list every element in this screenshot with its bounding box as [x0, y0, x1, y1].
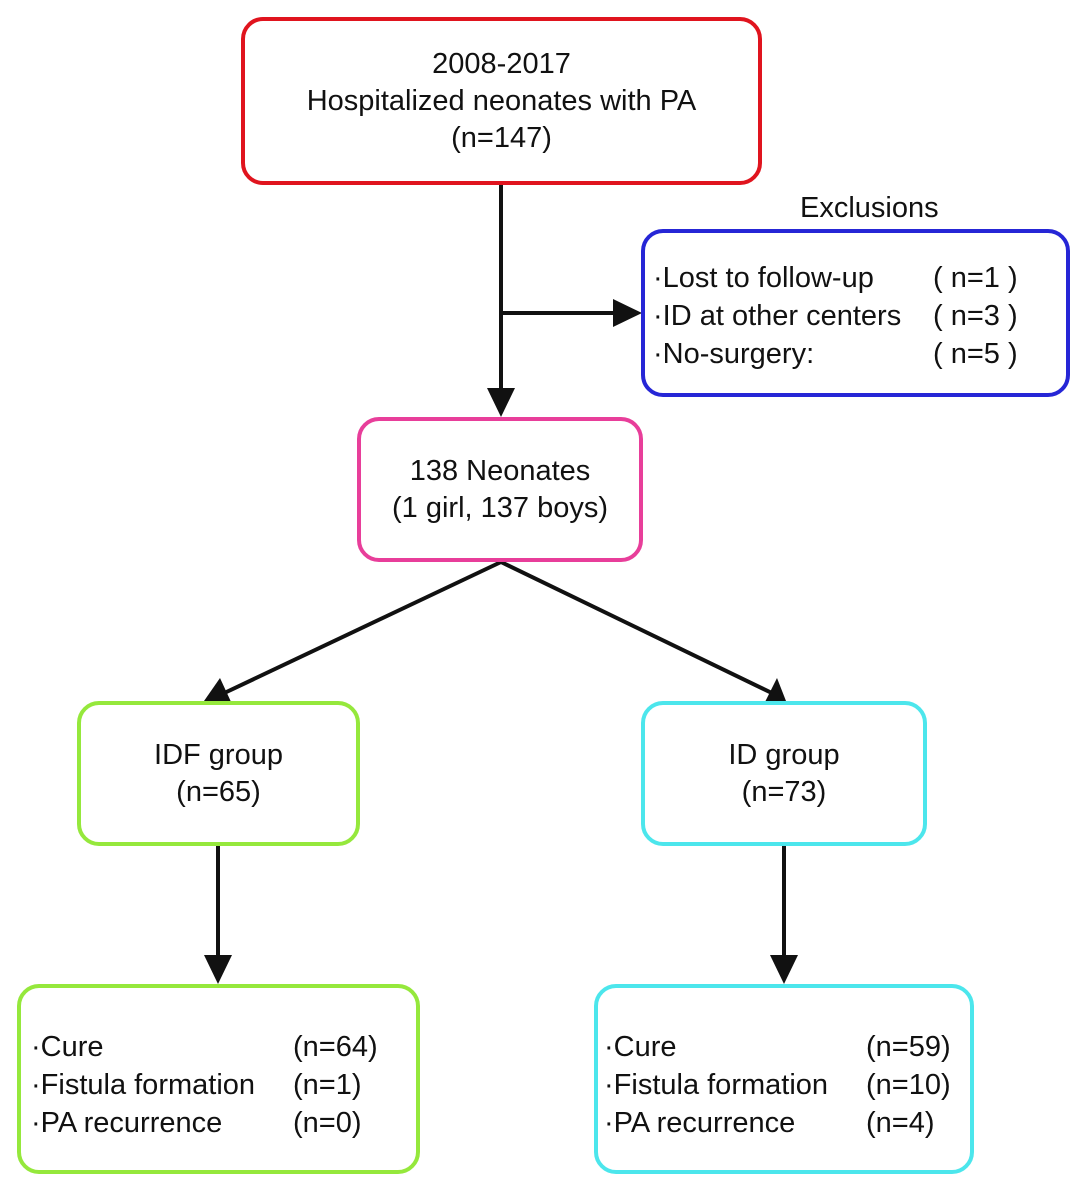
arrow-neonates-to-id [500, 560, 779, 698]
exclusion-count: ( n=1 ) [933, 262, 1018, 294]
exclusions-box: ·Lost to follow-up ( n=1 ) ·ID at other … [641, 229, 1070, 397]
arrowhead-id [764, 678, 786, 704]
neonates-count: 138 Neonates [409, 454, 591, 487]
id-group-box: ID group (n=73) [641, 701, 927, 846]
start-count: (n=147) [451, 121, 552, 154]
exclusion-item: ·ID at other centers ( n=3 ) [653, 297, 1066, 335]
exclusion-label: ·ID at other centers [653, 300, 902, 332]
idf-outcome-item: ·Cure (n=64) [31, 1028, 416, 1066]
neonates-breakdown: (1 girl, 137 boys) [392, 491, 608, 524]
exclusion-item: ·No-surgery: ( n=5 ) [653, 335, 1066, 373]
exclusion-label: ·Lost to follow-up [653, 262, 874, 294]
arrowhead-idf-outcomes [204, 955, 232, 984]
start-description: Hospitalized neonates with PA [306, 84, 697, 117]
outcome-count: (n=1) [293, 1069, 362, 1101]
exclusions-title: Exclusions [800, 192, 939, 224]
id-outcome-item: ·PA recurrence (n=4) [604, 1104, 970, 1142]
id-outcome-item: ·Cure (n=59) [604, 1028, 970, 1066]
idf-group-count: (n=65) [176, 775, 261, 808]
outcome-count: (n=10) [866, 1069, 951, 1101]
idf-outcomes-box: ·Cure (n=64) ·Fistula formation (n=1) ·P… [17, 984, 420, 1174]
exclusion-item: ·Lost to follow-up ( n=1 ) [653, 259, 1066, 297]
neonates-box: 138 Neonates (1 girl, 137 boys) [357, 417, 643, 562]
arrowhead-neonates [487, 388, 515, 417]
outcome-count: (n=4) [866, 1107, 935, 1139]
arrowhead-idf [204, 678, 232, 704]
id-group-count: (n=73) [741, 775, 827, 808]
start-box: 2008-2017 Hospitalized neonates with PA … [241, 17, 762, 185]
arrow-neonates-to-idf [217, 560, 502, 698]
outcome-count: (n=59) [866, 1031, 951, 1063]
outcome-label: ·Fistula formation [31, 1069, 256, 1101]
outcome-label: ·Fistula formation [604, 1069, 829, 1101]
idf-group-box: IDF group (n=65) [77, 701, 360, 846]
outcome-count: (n=0) [293, 1107, 362, 1139]
start-years: 2008-2017 [432, 47, 571, 80]
exclusion-label: ·No-surgery: [653, 338, 815, 370]
id-outcome-item: ·Fistula formation (n=10) [604, 1066, 970, 1104]
outcome-label: ·Cure [604, 1031, 677, 1063]
exclusion-count: ( n=3 ) [933, 300, 1018, 332]
outcome-label: ·Cure [31, 1031, 104, 1063]
exclusion-count: ( n=5 ) [933, 338, 1018, 370]
arrowhead-exclusions [613, 299, 642, 327]
id-outcomes-box: ·Cure (n=59) ·Fistula formation (n=10) ·… [594, 984, 974, 1174]
idf-group-title: IDF group [154, 738, 283, 771]
outcome-label: ·PA recurrence [604, 1107, 796, 1139]
idf-outcome-item: ·Fistula formation (n=1) [31, 1066, 416, 1104]
outcome-count: (n=64) [293, 1031, 378, 1063]
outcome-label: ·PA recurrence [31, 1107, 223, 1139]
idf-outcome-item: ·PA recurrence (n=0) [31, 1104, 416, 1142]
id-group-title: ID group [728, 738, 840, 771]
arrowhead-id-outcomes [770, 955, 798, 984]
